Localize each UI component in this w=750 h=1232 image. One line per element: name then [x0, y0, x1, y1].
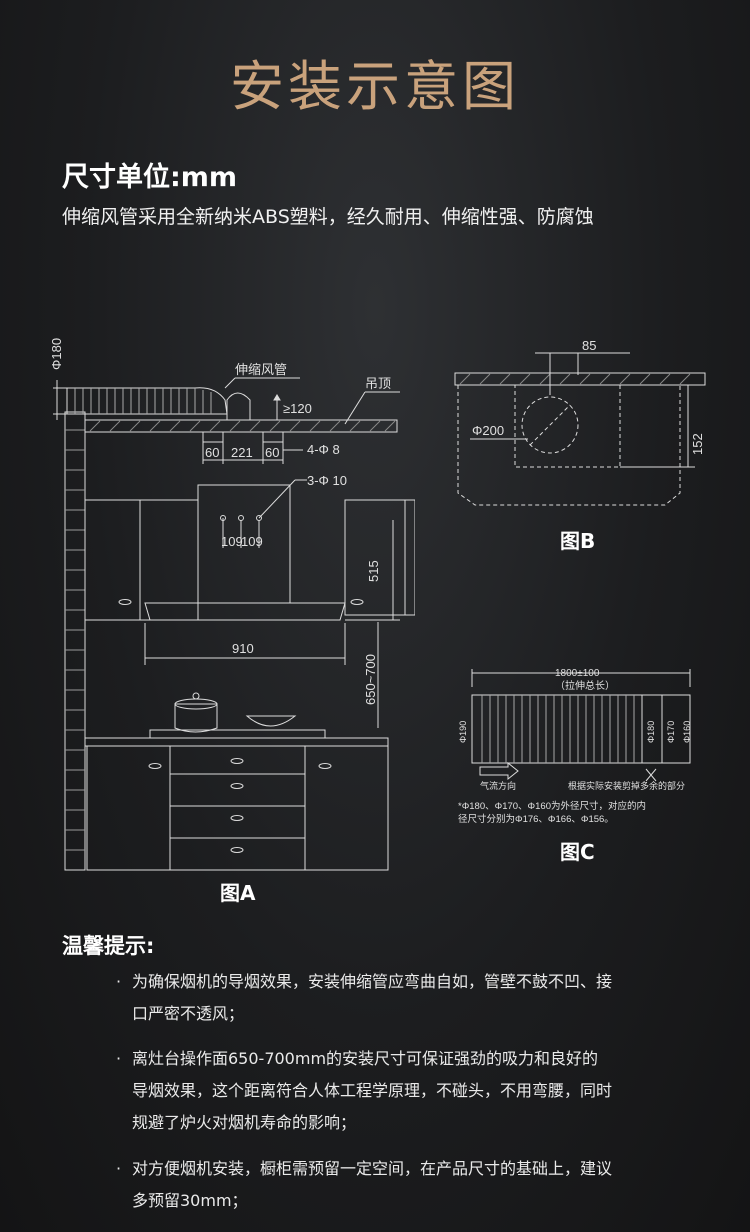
dim-515: 515	[366, 560, 381, 582]
ceiling-label: 吊顶	[365, 376, 391, 391]
tip-item-2: · 离灶台操作面650-700mm的安装尺寸可保证强劲的吸力和良好的 导烟效果，…	[116, 1043, 638, 1139]
dim-910: 910	[232, 641, 254, 656]
right-cabinet-edge	[404, 499, 415, 616]
page-title: 安装示意图	[230, 55, 520, 118]
holes-3-label: 3-Φ 10	[307, 473, 347, 488]
dim-221: 221	[231, 445, 253, 460]
figure-a-caption: 图A	[220, 881, 256, 905]
hood-body	[144, 602, 346, 621]
phi190-label: Φ190	[458, 721, 468, 743]
tip-line: 多预留30mm；	[132, 1191, 248, 1210]
unit-heading: 尺寸单位:mm	[62, 162, 238, 193]
stretch-label: （拉伸总长）	[555, 679, 615, 692]
pot	[174, 703, 218, 733]
gap-label: ≥120	[283, 401, 312, 416]
dim-109-left: 109	[221, 534, 243, 549]
airflow-arrow	[479, 761, 519, 781]
duct-description: 伸缩风管采用全新纳米ABS塑料，经久耐用、伸缩性强、防腐蚀	[62, 206, 594, 228]
scissors-icon	[645, 768, 657, 782]
duct-label: 伸缩风管	[235, 362, 287, 377]
phi160-label: Φ160	[682, 721, 692, 743]
dim-152: 152	[690, 433, 705, 455]
tip-line: 口严密不透风；	[132, 1004, 245, 1023]
dim-60-right: 60	[265, 445, 279, 460]
figure-b-diagram: 85 Φ200 152 图B	[454, 338, 706, 553]
dim-60-left: 60	[205, 445, 219, 460]
tip-line: 规避了炉火对烟机寿命的影响；	[132, 1113, 357, 1132]
figure-b-caption: 图B	[560, 529, 595, 553]
dim-109-right: 109	[241, 534, 263, 549]
ceiling-board-b	[454, 372, 706, 386]
figure-c-diagram: 1800±100 （拉伸总长） Φ190 Φ180 Φ170 Φ160 气流方向…	[458, 668, 692, 864]
tip-line: 离灶台操作面650-700mm的安装尺寸可保证强劲的吸力和良好的	[132, 1049, 599, 1068]
diameter-note-2: 径尺寸分别为Φ176、Φ166、Φ156。	[458, 813, 614, 825]
tip-item-1: · 为确保烟机的导烟效果，安装伸缩管应弯曲自如，管壁不鼓不凹、接 口严密不透风；	[116, 966, 638, 1030]
tip-line: 为确保烟机的导烟效果，安装伸缩管应弯曲自如，管壁不鼓不凹、接	[132, 972, 613, 991]
wok	[245, 715, 297, 727]
tip-item-3: · 对方便烟机安装，橱柜需预留一定空间，在产品尺寸的基础上，建议 多预留30mm…	[116, 1153, 638, 1217]
tip-line: 导烟效果，这个距离符合人体工程学原理，不碰头，不用弯腰，同时	[132, 1081, 613, 1100]
holes-4-label: 4-Φ 8	[307, 442, 340, 457]
outlet-circle	[521, 396, 579, 454]
tips-heading: 温馨提示:	[62, 934, 155, 958]
phi200-label: Φ200	[472, 423, 504, 438]
airflow-label: 气流方向	[480, 780, 516, 791]
diameter-note-1: *Φ180、Φ170、Φ160为外径尺寸，对应的内	[458, 800, 646, 812]
countertop	[84, 737, 389, 747]
figure-c-caption: 图C	[560, 840, 595, 864]
flex-duct-c	[471, 694, 691, 764]
flex-duct	[66, 387, 228, 415]
length-label: 1800±100	[555, 668, 600, 679]
bullet-icon: ·	[116, 1049, 122, 1068]
dim-85: 85	[582, 338, 596, 353]
phi180-label: Φ180	[49, 338, 64, 370]
phi180-c-label: Φ180	[646, 721, 656, 743]
figure-a-diagram: Φ180 伸缩风管 吊顶 ≥120 60 221 60 4-Φ 8 3-Φ 10…	[49, 338, 415, 905]
cut-note: 根据实际安装剪掉多余的部分	[568, 780, 685, 791]
phi170-label: Φ170	[666, 721, 676, 743]
bullet-icon: ·	[116, 972, 122, 991]
bullet-icon: ·	[116, 1159, 122, 1178]
tip-line: 对方便烟机安装，橱柜需预留一定空间，在产品尺寸的基础上，建议	[132, 1159, 613, 1178]
dim-650-700: 650~700	[363, 654, 378, 705]
brick-wall	[64, 411, 86, 871]
